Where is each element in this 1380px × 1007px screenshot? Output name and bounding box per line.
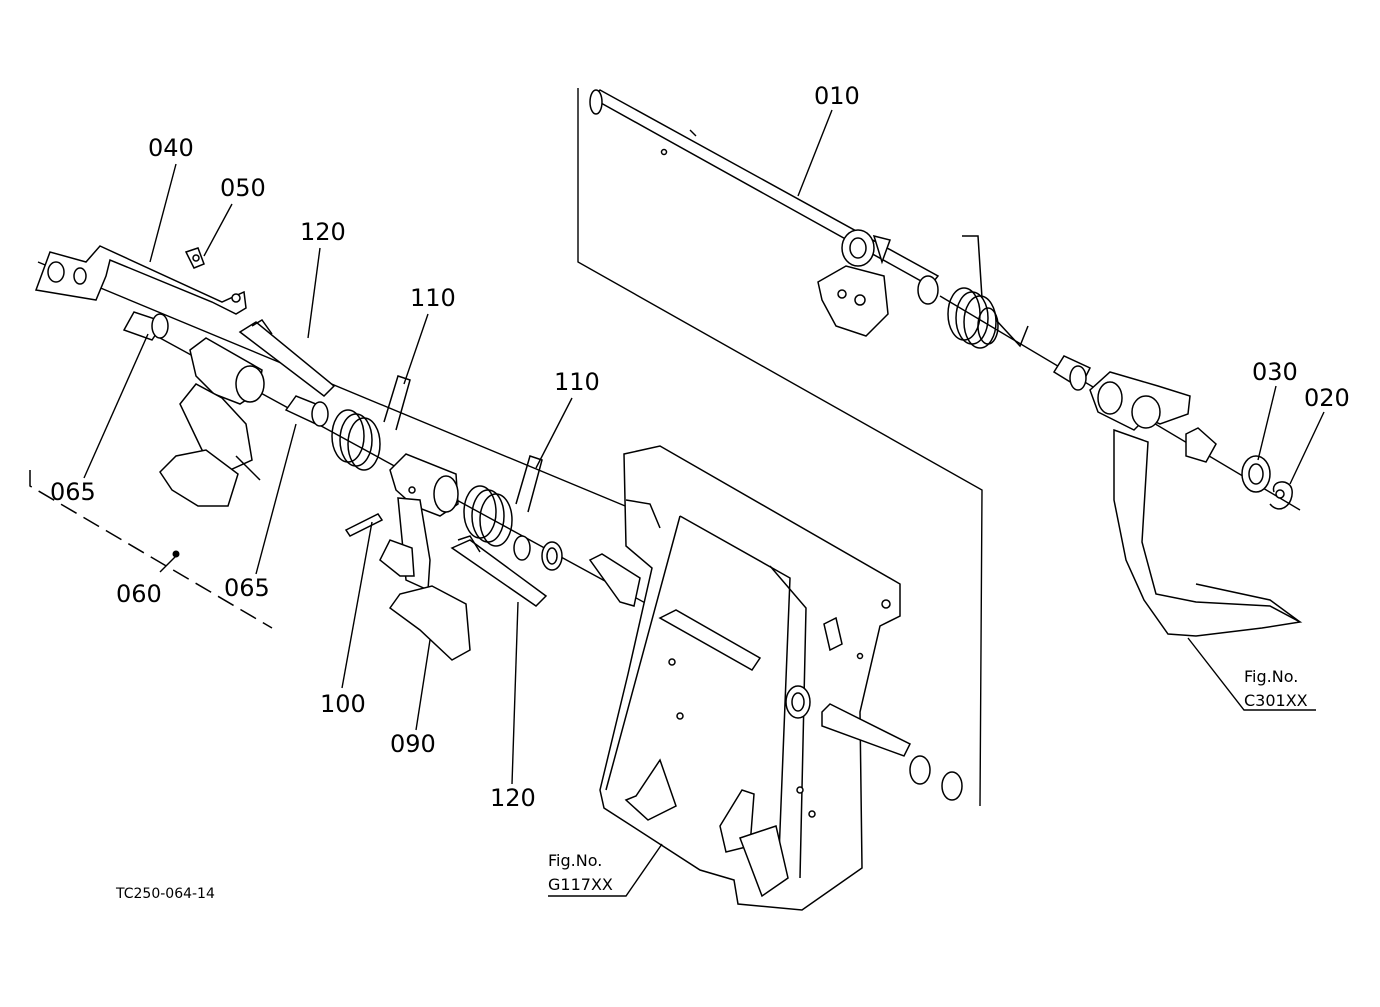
label-020: 020 [1304,384,1350,412]
label-110-upper: 110 [410,284,456,312]
label-120-lower: 120 [490,784,536,812]
shaft-010 [589,89,940,337]
label-040: 040 [148,134,194,162]
pedal-left [159,337,265,558]
panel-outline [577,88,983,807]
label-065-left: 065 [50,478,96,506]
fig-ref-c301-number: C301XX [1244,691,1308,710]
label-120-upper: 120 [300,218,346,246]
drawing-code: TC250-064-14 [115,886,215,902]
bushings-065 [122,311,329,427]
spring-upper [947,235,1029,349]
bracket-040 [34,245,247,315]
label-065-right: 065 [224,574,270,602]
dashed-group-line [29,470,273,629]
label-050: 050 [220,174,266,202]
label-090: 090 [390,730,436,758]
springs-110 [331,375,543,547]
figure-references: Fig.No. G117XX Fig.No. C301XX [548,667,1308,894]
pedal-pad-120-upper [238,319,336,397]
pedal-090 [344,453,471,661]
fig-ref-g117-caption: Fig.No. [548,851,602,870]
part-labels: 010 020 030 040 050 060 065 065 090 100 … [50,82,1350,812]
pedal-pad-120-lower [450,535,548,607]
label-100: 100 [320,690,366,718]
fig-ref-c301-caption: Fig.No. [1244,667,1298,686]
pedal-assembly-right [1052,355,1303,637]
label-030: 030 [1252,358,1298,386]
fig-ref-g117-number: G117XX [548,875,613,894]
frame-g117 [599,445,963,911]
label-060: 060 [116,580,162,608]
leader-lines [83,109,1325,897]
label-110-lower: 110 [554,368,600,396]
label-010: 010 [814,82,860,110]
